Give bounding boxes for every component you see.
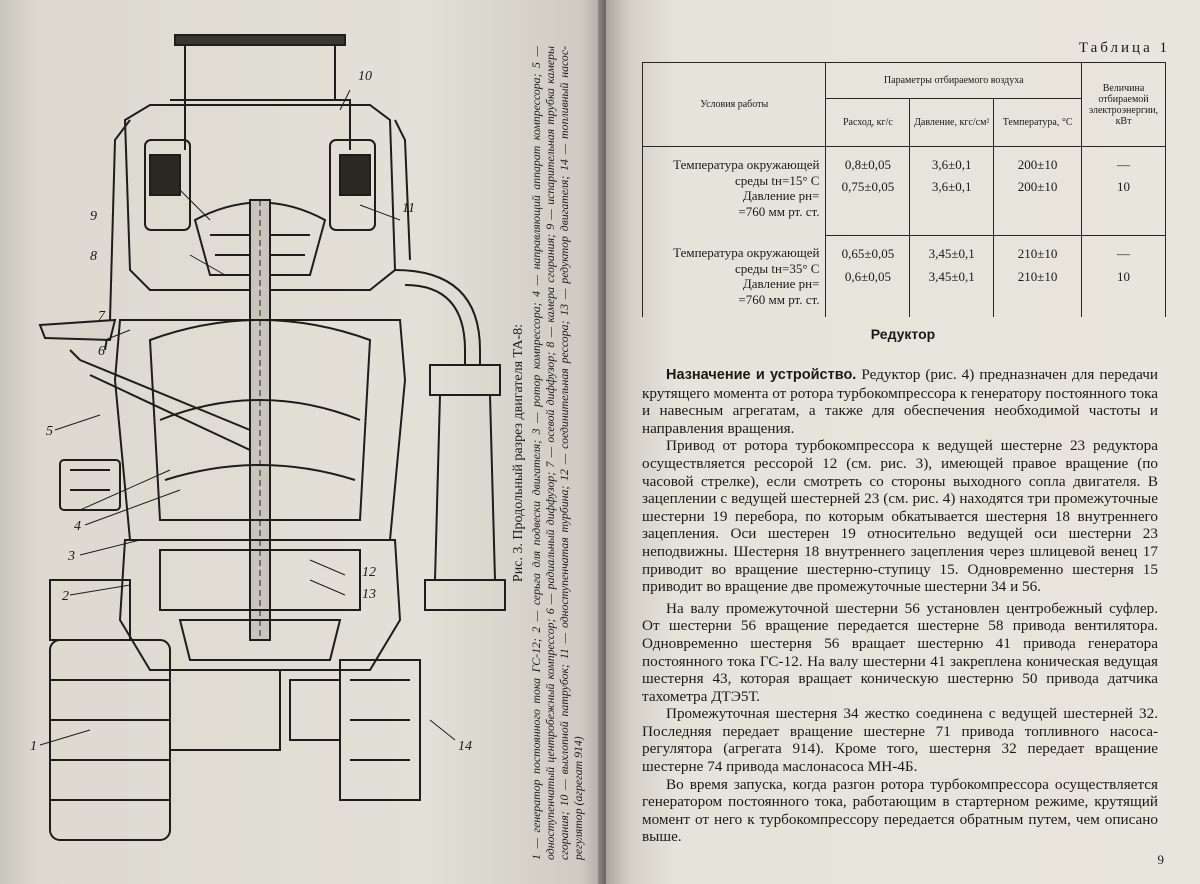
turbine-shape [193, 201, 327, 276]
condition-line: Температура окружающей [673, 245, 820, 260]
header-flow: Расход, кг/с [825, 98, 911, 147]
page-number: 9 [1157, 852, 1165, 867]
section-heading: Редуктор [870, 326, 936, 342]
header-power: Величина отбираемой электроэнергии, кВт [1081, 62, 1166, 147]
condition-line: =760 мм рт. ст. [738, 203, 820, 219]
cell-flow: 0,75±0,05 [825, 175, 911, 236]
header-temperature: Температура, °С [993, 98, 1083, 147]
generator-shape [59, 459, 121, 511]
cell-temperature: 210±10 [993, 235, 1083, 266]
callout-3: 3 [67, 549, 75, 564]
callout-4: 4 [74, 519, 81, 534]
callout-10: 10 [358, 69, 372, 84]
table-label: Таблица 1 [1078, 40, 1170, 56]
cell-power: 10 [1081, 175, 1166, 236]
header-params-group: Параметры отбираемого воздуха [825, 62, 1083, 99]
condition-line: =760 мм рт. ст. [738, 291, 820, 307]
callout-7: 7 [98, 309, 106, 324]
callout-8: 8 [90, 249, 97, 264]
cell-flow: 0,6±0,05 [825, 265, 911, 317]
callout-2: 2 [62, 589, 69, 604]
table-row: 0,75±0,05 3,6±0,1 200±10 10 [643, 175, 1166, 236]
table-row: Температура окружающей среды tн=15° С Да… [641, 146, 1166, 235]
paragraph: Привод от ротора турбокомпрессора к веду… [642, 437, 1158, 596]
condition-line: Температура окружающей [673, 157, 820, 172]
cell-power: — [1081, 235, 1166, 266]
condition-line: среды tн=15° С [734, 172, 820, 188]
combustion-chamber-casing-shape [123, 104, 397, 291]
cell-temperature: 200±10 [993, 146, 1083, 176]
callout-13: 13 [362, 587, 376, 602]
condition-line: Давление pн= [742, 276, 820, 291]
figure-caption-text: 1 — генератор постоянного тока ГС-12; 2 … [528, 46, 586, 860]
left-page: 1 2 3 4 5 6 7 8 9 10 11 12 13 14 Рис. 3.… [0, 0, 606, 884]
cell-pressure: 3,45±0,1 [909, 265, 995, 317]
paragraph-lead: Назначение и устройство. [666, 367, 857, 383]
cell-pressure: 3,6±0,1 [909, 146, 995, 176]
paragraph: Во время запуска, когда разгон ротора ту… [642, 775, 1158, 846]
cell-power: — [1081, 146, 1166, 176]
table-row: Температура окружающей среды tн=35° С Да… [641, 235, 1166, 317]
condition-line: Давление pн= [742, 188, 820, 203]
cell-temperature: 210±10 [993, 265, 1083, 317]
callout-1: 1 [30, 739, 37, 754]
cell-pressure: 3,45±0,1 [909, 235, 995, 266]
callout-11: 11 [402, 201, 415, 216]
body-text: Назначение и устройство. Редуктор (рис. … [642, 366, 1158, 846]
callout-5: 5 [46, 424, 53, 439]
cell-power: 10 [1081, 265, 1166, 317]
paragraph-text: Редуктор (рис. 4) предназначен для перед… [642, 366, 1158, 437]
table-row: 0,6±0,05 3,45±0,1 210±10 10 [643, 265, 1166, 317]
callout-12: 12 [362, 565, 376, 580]
cell-temperature: 200±10 [993, 175, 1083, 236]
paragraph: Промежуточная шестерня 34 жестко соедине… [642, 705, 1158, 776]
paragraph: Назначение и устройство. Редуктор (рис. … [642, 366, 1158, 437]
cell-flow: 0,65±0,05 [825, 235, 911, 266]
callout-9: 9 [90, 209, 97, 224]
gearbox-shape [118, 539, 402, 671]
header-pressure: Давление, кгс/см² [909, 98, 995, 147]
figure-caption: Рис. 3. Продольный разрез двигателя ТА-8… [508, 40, 600, 866]
figure-caption-title: Рис. 3. Продольный разрез двигателя ТА-8… [511, 323, 526, 583]
callout-6: 6 [98, 344, 105, 359]
callout-14: 14 [458, 739, 472, 754]
header-conditions: Условия работы [641, 62, 827, 147]
cell-pressure: 3,6±0,1 [909, 175, 995, 236]
exhaust-pipe-shape [184, 39, 336, 101]
engine-cross-section-drawing: 1 2 3 4 5 6 7 8 9 10 11 12 13 14 [30, 34, 506, 841]
cell-flow: 0,8±0,05 [825, 146, 911, 176]
condition-line: среды tн=35° С [734, 260, 820, 276]
paragraph: На валу промежуточной шестерни 56 устано… [642, 599, 1158, 705]
right-page: Таблица 1 Условия работы Параметры отбир… [606, 0, 1200, 884]
air-bleed-table: Условия работы Параметры отбираемого воз… [641, 62, 1166, 317]
